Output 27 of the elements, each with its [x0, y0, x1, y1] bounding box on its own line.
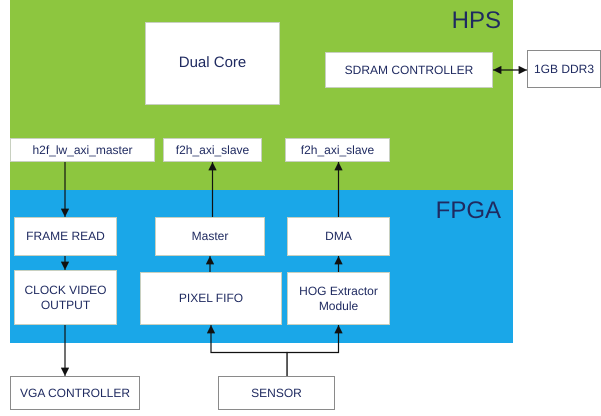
- controller-box: VGA CONTROLLER: [10, 376, 140, 410]
- region-label: HPS: [452, 6, 501, 36]
- arrow: [286, 325, 343, 376]
- arrow: [60, 162, 70, 217]
- arrow: [208, 162, 217, 217]
- arrow: [60, 325, 70, 376]
- arrow: [334, 256, 343, 272]
- process-box: PIXEL FIFO: [140, 272, 282, 325]
- interface-box: h2f_lw_axi_master: [10, 138, 155, 162]
- arrow: [206, 256, 214, 272]
- arrow: [60, 256, 70, 270]
- region-label: FPGA: [436, 196, 501, 226]
- sensor-box: SENSOR: [218, 376, 335, 410]
- fpga-region: [10, 190, 513, 343]
- arrow: [493, 66, 527, 74]
- process-box: HOG Extractor Module: [287, 272, 390, 325]
- hps-region: [10, 0, 513, 190]
- controller-box: SDRAM CONTROLLER: [325, 52, 493, 88]
- memory-box: 1GB DDR3: [527, 50, 601, 88]
- interface-box: f2h_axi_slave: [285, 138, 390, 162]
- process-box: CLOCK VIDEO OUTPUT: [14, 270, 117, 325]
- interface-box: f2h_axi_slave: [163, 138, 262, 162]
- arrow: [334, 162, 343, 217]
- processor-box: Dual Core: [145, 22, 280, 105]
- process-box: DMA: [287, 217, 390, 256]
- process-box: FRAME READ: [14, 217, 117, 256]
- process-box: Master: [155, 217, 265, 256]
